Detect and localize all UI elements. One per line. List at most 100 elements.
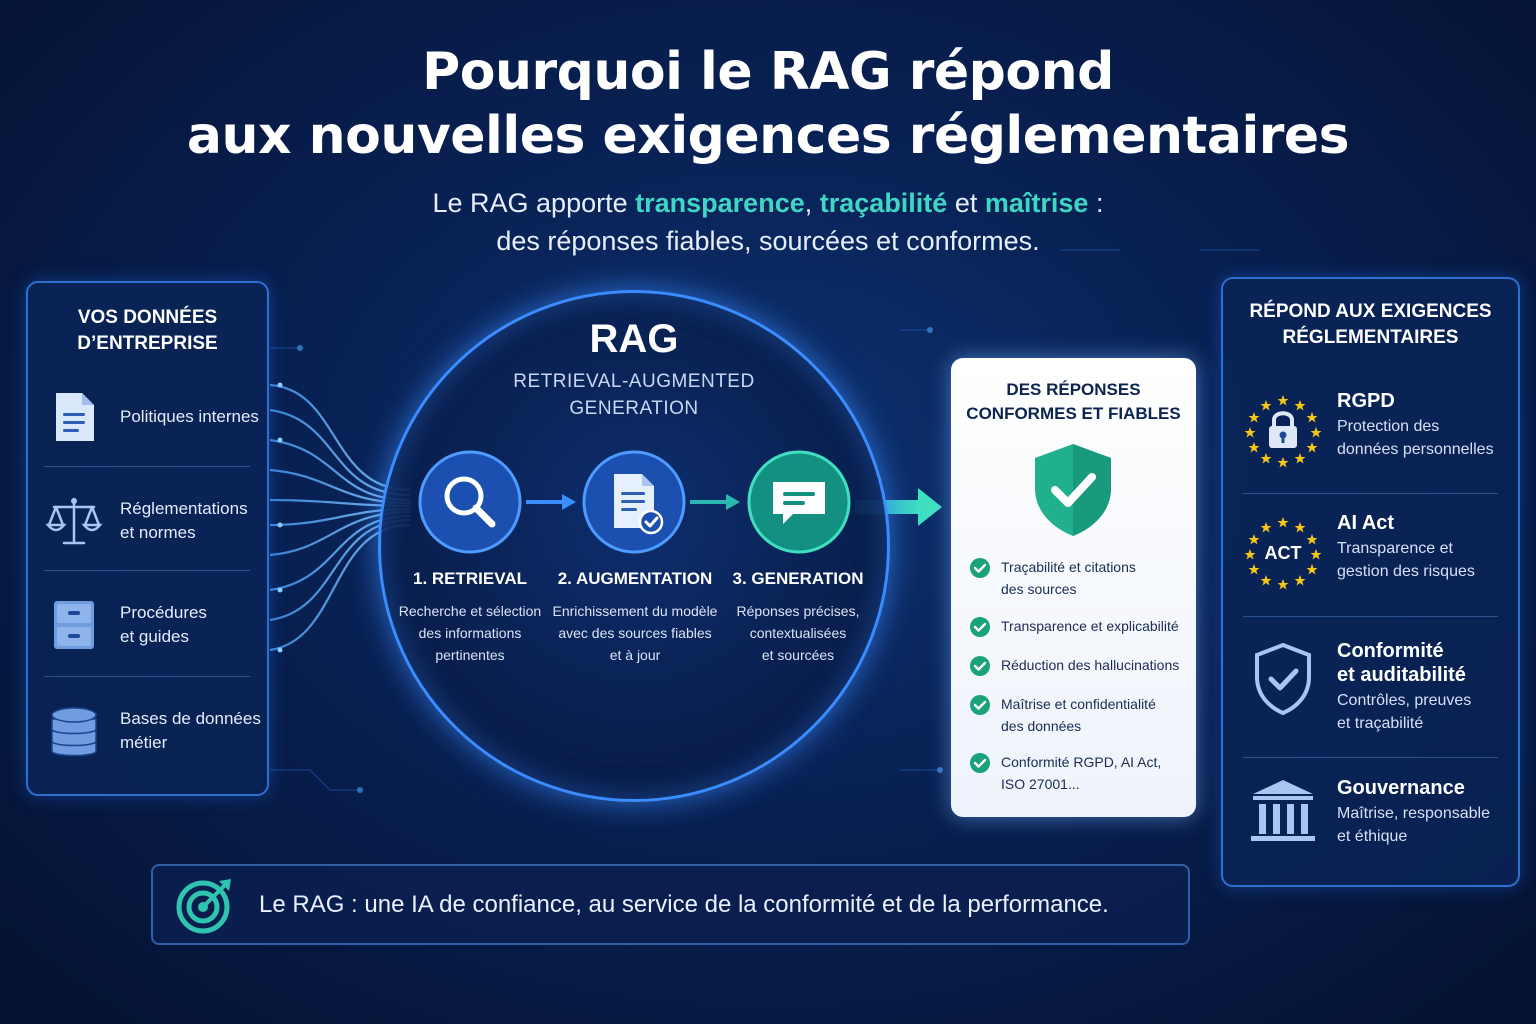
subtitle-line-1: Le RAG apporte transparence, traçabilité… bbox=[0, 184, 1536, 222]
footer-text: Le RAG : une IA de confiance, au service… bbox=[259, 890, 1109, 918]
step-title-generation: 3. GENERATION bbox=[732, 569, 864, 588]
desc-line: Contrôles, preuves bbox=[1337, 692, 1472, 709]
subtitle-colon: : bbox=[1095, 188, 1104, 218]
target-icon bbox=[176, 878, 231, 933]
regulation-desc: Contrôles, preuves et traçabilité bbox=[1337, 689, 1471, 735]
result-card-title: Des réponses conformes et fiables bbox=[951, 378, 1196, 426]
data-source-procedures: Procédures et guides bbox=[44, 573, 276, 677]
check-text: Maîtrise et confidentialité des données bbox=[1001, 693, 1156, 737]
desc-line: données personnelles bbox=[1337, 441, 1494, 458]
compliant-answers-card: Des réponses conformes et fiables Traçab… bbox=[951, 358, 1196, 817]
document-icon bbox=[56, 393, 94, 441]
check-line: Maîtrise et confidentialité bbox=[1001, 696, 1156, 712]
divider bbox=[44, 676, 250, 677]
data-source-label: Politiques internes bbox=[120, 405, 259, 429]
desc-line: et à jour bbox=[609, 647, 661, 663]
desc-line: Recherche et sélection bbox=[398, 603, 542, 619]
divider bbox=[1243, 616, 1498, 617]
shield-check-icon bbox=[1035, 444, 1111, 536]
check-line: Réduction des hallucinations bbox=[1001, 657, 1180, 673]
database-icon bbox=[51, 707, 97, 757]
enterprise-data-panel: Vos données d’entreprise Politiques inte… bbox=[26, 281, 269, 796]
regulation-desc: Maîtrise, responsable et éthique bbox=[1337, 802, 1490, 848]
check-text: Réduction des hallucinations bbox=[1001, 654, 1179, 677]
check-text: Traçabilité et citations des sources bbox=[1001, 556, 1136, 600]
data-source-label: Réglementations et normes bbox=[120, 497, 248, 545]
rag-subtitle: RETRIEVAL-AUGMENTED GENERATION bbox=[478, 368, 790, 422]
act-badge-text: ACT bbox=[1265, 543, 1302, 563]
check-circle-icon bbox=[970, 558, 990, 578]
subtitle-line-2: des réponses fiables, sourcées et confor… bbox=[496, 226, 1040, 256]
panel-title-line-2: d’entreprise bbox=[77, 333, 218, 354]
desc-line: pertinentes bbox=[435, 647, 505, 663]
regulation-rgpd: RGPD Protection des données personnelles bbox=[1243, 389, 1518, 469]
panel-title-line-1: Répond aux exigences bbox=[1249, 301, 1492, 322]
step-desc-generation: Réponses précises, contextualisées et so… bbox=[713, 600, 883, 666]
step-arrow-1 bbox=[526, 494, 576, 510]
highlight-tracabilite: traçabilité bbox=[819, 188, 948, 218]
data-source-label: Procédures et guides bbox=[120, 601, 207, 649]
regulatory-requirements-panel: Répond aux exigences réglementaires bbox=[1221, 277, 1520, 887]
footer-banner: Le RAG : une IA de confiance, au service… bbox=[151, 864, 1190, 945]
title-line-2: aux nouvelles exigences réglementaires bbox=[186, 106, 1350, 166]
divider bbox=[1243, 757, 1498, 758]
highlight-maitrise: maîtrise bbox=[984, 188, 1089, 218]
check-line: Transparence et explicabilité bbox=[1001, 618, 1179, 634]
check-line: ISO 27001... bbox=[1001, 776, 1080, 792]
divider bbox=[44, 570, 250, 571]
page-title: Pourquoi le RAG répond aux nouvelles exi… bbox=[0, 40, 1536, 168]
label-line-1: Procédures bbox=[120, 603, 207, 622]
magnifier-icon bbox=[418, 450, 522, 554]
check-circle-icon bbox=[970, 656, 990, 676]
regulation-text: AI Act Transparence et gestion des risqu… bbox=[1337, 511, 1475, 591]
check-line: des sources bbox=[1001, 581, 1077, 597]
check-line: Traçabilité et citations bbox=[1001, 559, 1136, 575]
desc-line: et sourcées bbox=[761, 647, 835, 663]
check-text: Conformité RGPD, AI Act, ISO 27001... bbox=[1001, 751, 1161, 795]
desc-line: Réponses précises, bbox=[736, 603, 860, 619]
regulation-governance: Gouvernance Maîtrise, responsable et éth… bbox=[1243, 776, 1518, 856]
subtitle-text: Le RAG apporte bbox=[432, 188, 628, 218]
page-subtitle: Le RAG apporte transparence, traçabilité… bbox=[0, 184, 1536, 260]
data-source-label: Bases de données métier bbox=[120, 707, 261, 755]
regulation-desc: Transparence et gestion des risques bbox=[1337, 537, 1475, 583]
document-check-icon bbox=[582, 450, 686, 554]
check-item-transparency: Transparence et explicabilité bbox=[969, 615, 1189, 638]
subtitle-and: et bbox=[954, 188, 978, 218]
regulation-text: RGPD Protection des données personnelles bbox=[1337, 389, 1494, 469]
desc-line: contextualisées bbox=[749, 625, 847, 641]
step-title-augmentation: 2. AUGMENTATION bbox=[557, 569, 713, 588]
regulation-text: Gouvernance Maîtrise, responsable et éth… bbox=[1337, 776, 1490, 856]
rag-subtitle-line-2: GENERATION bbox=[569, 398, 699, 419]
desc-line: avec des sources fiables bbox=[558, 625, 712, 641]
check-line: des données bbox=[1001, 718, 1082, 734]
step-desc-retrieval: Recherche et sélection des informations … bbox=[385, 600, 555, 666]
card-title-line-2: conformes et fiables bbox=[966, 404, 1181, 423]
desc-line: gestion des risques bbox=[1337, 563, 1475, 580]
check-circle-icon bbox=[970, 753, 990, 773]
eu-act-icon: ACT bbox=[1244, 517, 1322, 590]
label-line-2: métier bbox=[120, 733, 168, 752]
divider bbox=[1243, 493, 1498, 494]
shield-check-icon bbox=[1255, 642, 1311, 716]
label-line-1: Bases de données bbox=[120, 709, 261, 728]
regulation-title: AI Act bbox=[1337, 512, 1395, 534]
eu-lock-icon bbox=[1244, 395, 1322, 468]
chat-bubble-icon bbox=[747, 450, 851, 554]
filing-cabinet-icon bbox=[54, 601, 94, 649]
rag-subtitle-line-1: RETRIEVAL-AUGMENTED bbox=[513, 371, 755, 392]
title-line-1: Pourquoi le RAG répond bbox=[422, 42, 1114, 102]
check-line: Conformité RGPD, AI Act, bbox=[1001, 754, 1162, 770]
subtitle-comma: , bbox=[804, 188, 813, 218]
data-source-databases: Bases de données métier bbox=[44, 679, 276, 783]
institution-icon bbox=[1251, 780, 1315, 841]
data-source-internal-policies: Politiques internes bbox=[44, 365, 276, 469]
desc-line: des informations bbox=[418, 625, 522, 641]
check-item-traceability: Traçabilité et citations des sources bbox=[969, 556, 1189, 600]
card-title-line-1: Des réponses bbox=[1006, 380, 1141, 399]
label-line-2: et guides bbox=[120, 627, 189, 646]
check-item-compliance: Conformité RGPD, AI Act, ISO 27001... bbox=[969, 751, 1189, 795]
title-line: Conformité bbox=[1337, 640, 1444, 662]
step-desc-augmentation: Enrichissement du modèle avec des source… bbox=[550, 600, 720, 666]
data-source-regulations: Réglementations et normes bbox=[44, 469, 276, 573]
